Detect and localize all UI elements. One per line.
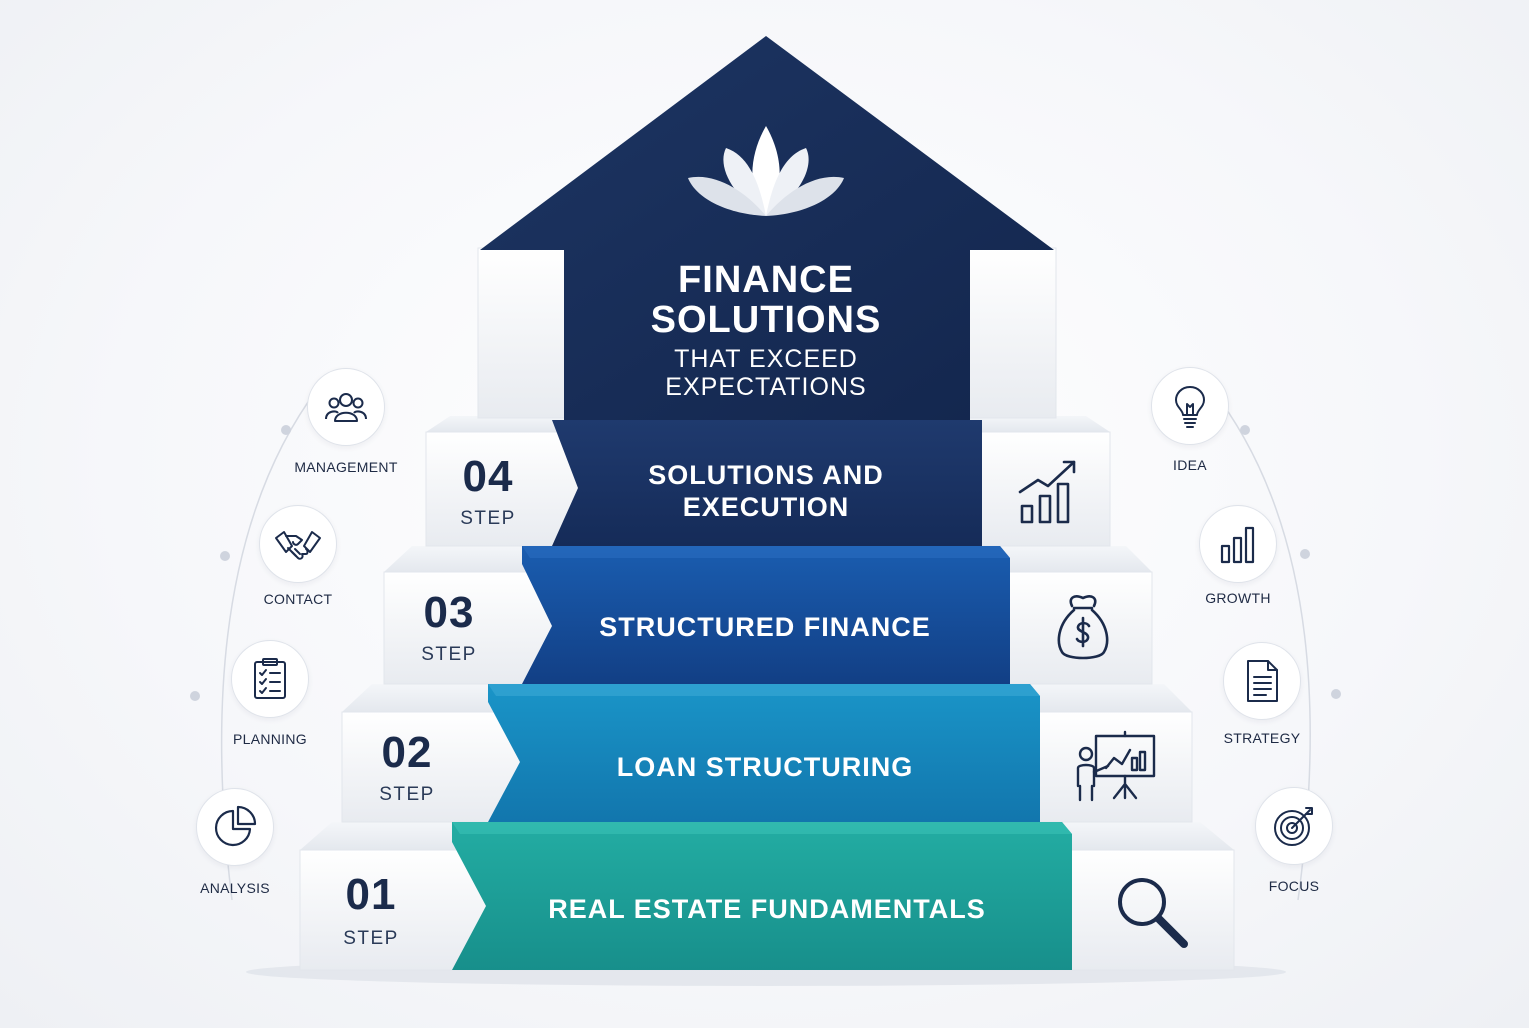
pie-chart-icon [214, 805, 257, 847]
main-subtitle-line1: THAT EXCEED [674, 345, 858, 373]
money-bag-icon [1057, 595, 1109, 660]
document-icon [1247, 660, 1278, 702]
step-1-title: REAL ESTATE FUNDAMENTALS [548, 894, 986, 924]
checklist-icon [254, 658, 286, 699]
step-4-number: 04 [462, 452, 514, 501]
step-2-label: STEP [379, 784, 435, 805]
step-1-label: STEP [343, 928, 399, 949]
contact-circle [259, 505, 337, 583]
step-3-number: 03 [423, 588, 475, 637]
growth-label: GROWTH [1205, 590, 1271, 606]
strategy-label: STRATEGY [1223, 730, 1301, 746]
step-2-number: 02 [381, 728, 433, 777]
strategy-circle [1223, 642, 1301, 720]
idea-circle [1151, 367, 1229, 445]
step-3-title: STRUCTURED FINANCE [599, 612, 931, 642]
step-4-title-line1: SOLUTIONS AND [648, 460, 884, 490]
handshake-icon [275, 531, 321, 560]
focus-circle [1255, 787, 1333, 865]
management-circle [307, 368, 385, 446]
step-2-title: LOAN STRUCTURING [616, 752, 914, 782]
growth-circle [1199, 505, 1277, 583]
lightbulb-icon [1175, 386, 1205, 428]
magnifier-icon [1118, 878, 1188, 948]
step-4-label: STEP [460, 508, 516, 529]
step-3-label: STEP [421, 644, 477, 665]
bar-chart-icon [1220, 526, 1255, 564]
idea-label: IDEA [1173, 457, 1207, 473]
planning-label: PLANNING [233, 731, 307, 747]
step-1-number: 01 [345, 870, 397, 919]
analysis-circle [196, 788, 274, 866]
team-icon [325, 393, 367, 422]
management-label: MANAGEMENT [294, 459, 398, 475]
focus-label: FOCUS [1268, 878, 1320, 894]
main-subtitle-line2: EXPECTATIONS [665, 373, 867, 401]
contact-label: CONTACT [263, 591, 333, 607]
target-icon [1274, 807, 1313, 846]
main-title-line1: FINANCE [678, 259, 854, 301]
growth-arrow-icon [1018, 460, 1076, 524]
step-4-title-line2: EXECUTION [682, 492, 850, 522]
analysis-label: ANALYSIS [200, 880, 270, 896]
planning-circle [231, 640, 309, 718]
main-title-line2: SOLUTIONS [650, 299, 882, 341]
presentation-icon [1076, 730, 1156, 802]
